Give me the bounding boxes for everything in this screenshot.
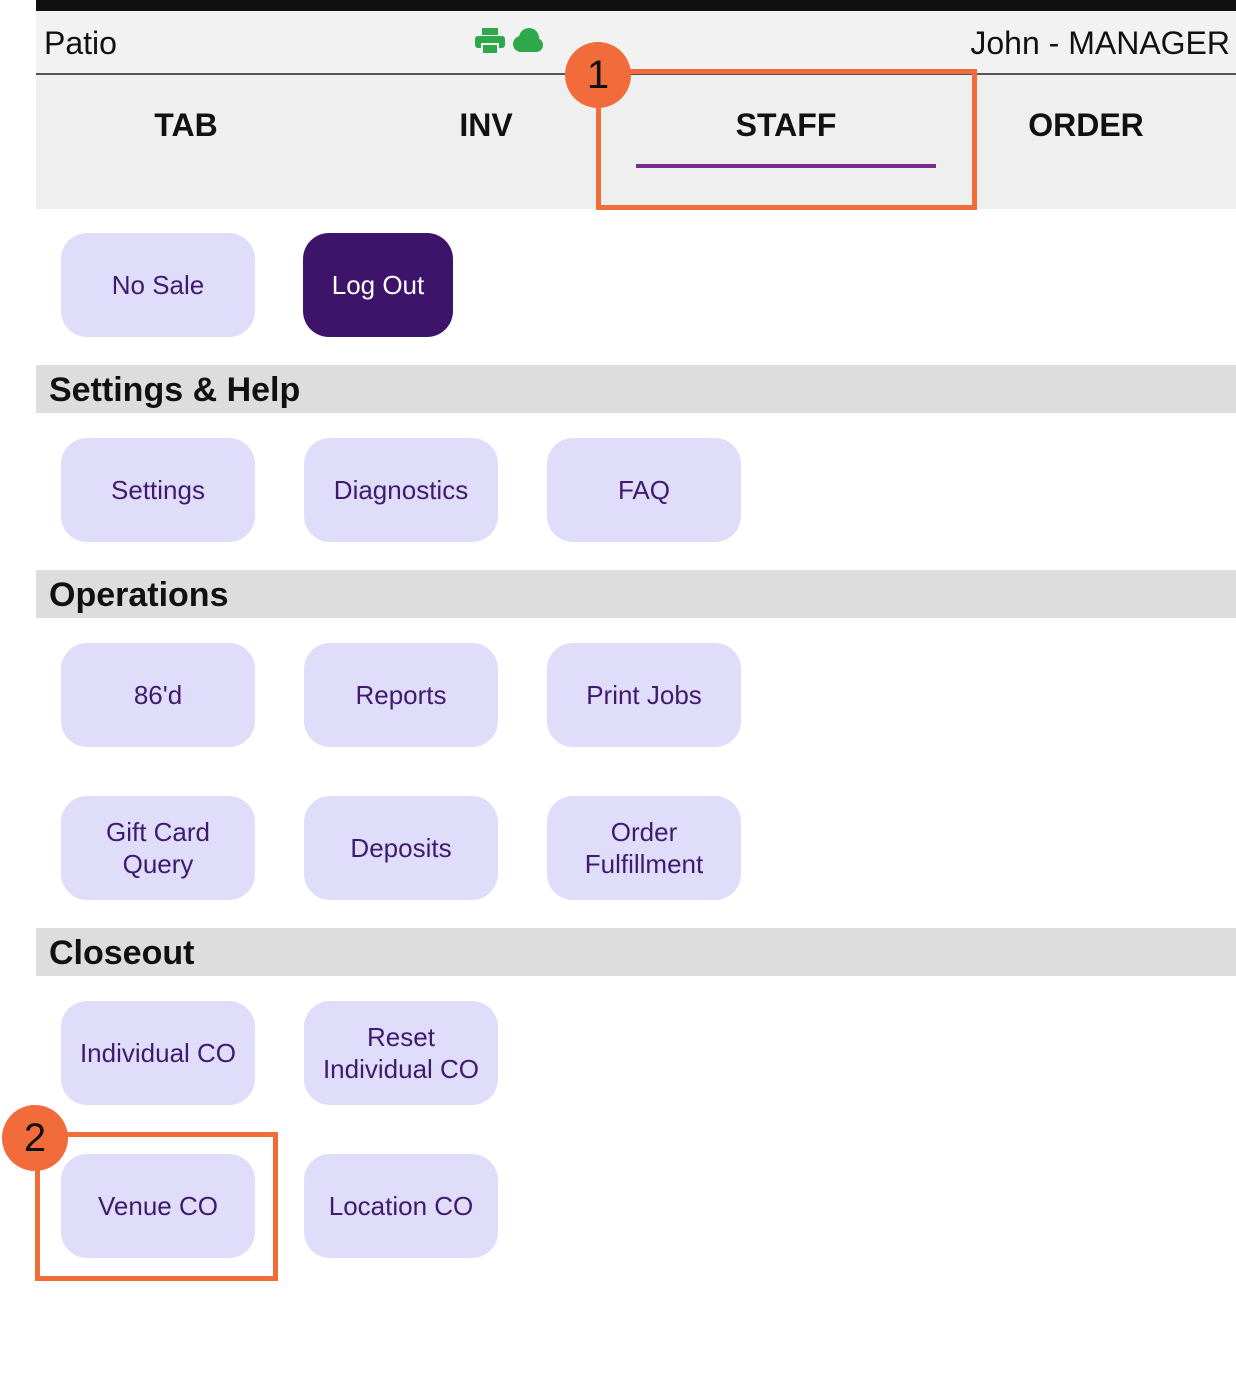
venue-name: Patio: [44, 25, 117, 61]
callout-box-venue-co: [35, 1132, 278, 1281]
diagnostics-button[interactable]: Diagnostics: [304, 438, 498, 542]
location-co-button[interactable]: Location CO: [304, 1154, 498, 1258]
top-status-strip: [36, 0, 1236, 11]
tab-staff[interactable]: STAFF: [735, 107, 837, 143]
status-icons: [474, 27, 544, 57]
faq-button[interactable]: FAQ: [547, 438, 741, 542]
active-tab-indicator: [636, 164, 936, 168]
deposits-button[interactable]: Deposits: [304, 796, 498, 900]
operations-header: Operations: [36, 570, 1236, 618]
reset-individual-co-button[interactable]: Reset Individual CO: [304, 1001, 498, 1105]
settings-button[interactable]: Settings: [61, 438, 255, 542]
callout-box-staff-tab: [596, 69, 977, 210]
reports-button[interactable]: Reports: [304, 643, 498, 747]
log-out-button[interactable]: Log Out: [303, 233, 453, 337]
print-jobs-button[interactable]: Print Jobs: [547, 643, 741, 747]
venue-co-button[interactable]: Venue CO: [61, 1154, 255, 1258]
settings-help-header: Settings & Help: [36, 365, 1236, 413]
cloud-icon: [510, 27, 544, 57]
app-header: Patio John - MANAGER: [36, 11, 1236, 75]
tab-tab[interactable]: TAB: [154, 107, 218, 143]
main-tab-bar: TAB INV STAFF ORDER: [36, 75, 1236, 209]
callout-badge-2: 2: [2, 1105, 68, 1171]
printer-icon: [474, 27, 506, 57]
callout-badge-1: 1: [565, 42, 631, 108]
tab-order[interactable]: ORDER: [1028, 107, 1144, 143]
no-sale-button[interactable]: No Sale: [61, 233, 255, 337]
order-fulfillment-button[interactable]: Order Fulfillment: [547, 796, 741, 900]
current-user: John - MANAGER: [970, 25, 1230, 61]
closeout-header: Closeout: [36, 928, 1236, 976]
tab-inv[interactable]: INV: [459, 107, 513, 143]
gift-card-query-button[interactable]: Gift Card Query: [61, 796, 255, 900]
individual-co-button[interactable]: Individual CO: [61, 1001, 255, 1105]
86d-button[interactable]: 86'd: [61, 643, 255, 747]
